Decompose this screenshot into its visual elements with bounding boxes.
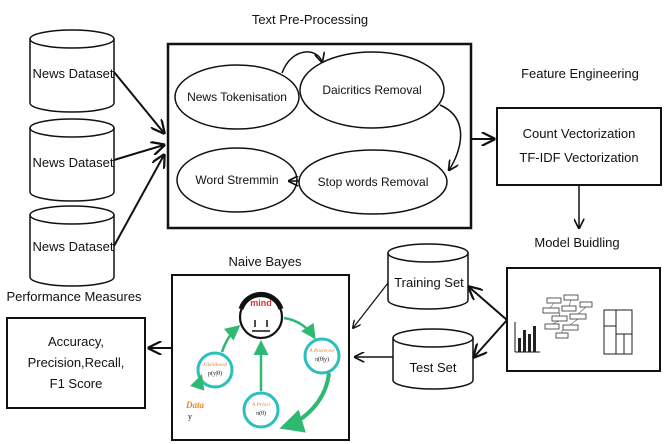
bar-chart-icon bbox=[514, 322, 540, 353]
network-graph-icon bbox=[542, 294, 593, 339]
data-label: Data bbox=[185, 400, 205, 410]
step-stopwords: Stop words Removal bbox=[298, 149, 448, 215]
feature-item: Count Vectorization bbox=[523, 126, 636, 141]
arrow-training-to-nb bbox=[353, 282, 389, 328]
prior-label: A Priori bbox=[251, 402, 271, 408]
title-feature-engineering: Feature Engineering bbox=[521, 66, 639, 81]
feature-item: TF-IDF Vectorization bbox=[519, 150, 638, 165]
arrow-dataset2 bbox=[113, 145, 164, 161]
model-building-box bbox=[506, 267, 661, 372]
arrow-tokenisation-to-diacritics bbox=[281, 51, 322, 74]
title-model-building: Model Buidling bbox=[534, 235, 619, 250]
naive-bayes-box bbox=[171, 274, 350, 441]
test-set-cylinder: Test Set bbox=[392, 328, 474, 390]
test-set-label: Test Set bbox=[410, 360, 457, 375]
posterior-formula: π(θ|y) bbox=[315, 356, 329, 363]
prior-formula: π(θ) bbox=[256, 410, 266, 417]
step-stemming: Word Stremmin bbox=[176, 147, 298, 213]
metric-line: Accuracy, bbox=[48, 334, 104, 349]
arrow-dataset1 bbox=[113, 71, 164, 133]
dataset-cylinder-3: News Dataset bbox=[29, 205, 115, 287]
title-preprocessing: Text Pre-Processing bbox=[252, 12, 368, 27]
step-diacritics: Daicritics Removal bbox=[299, 51, 445, 129]
likelihood-label: Likelihood bbox=[202, 362, 227, 368]
dataset-label: News Dataset bbox=[33, 155, 114, 170]
dataset-label: News Dataset bbox=[33, 239, 114, 254]
mind-label: mind bbox=[250, 298, 272, 308]
performance-box bbox=[6, 317, 146, 409]
posterior-label: A Posterior bbox=[308, 348, 335, 354]
title-performance: Performance Measures bbox=[6, 289, 142, 304]
preprocessing-box bbox=[166, 42, 473, 230]
likelihood-formula: p(y|θ) bbox=[208, 370, 222, 377]
dataset-cylinder-1: News Dataset bbox=[29, 29, 115, 113]
title-naive-bayes: Naive Bayes bbox=[229, 254, 302, 269]
dataset-label: News Dataset bbox=[33, 66, 114, 81]
step-label: Daicritics Removal bbox=[322, 83, 421, 97]
metric-line: F1 Score bbox=[50, 376, 103, 391]
likelihood-node: Likelihood p(y|θ) bbox=[196, 351, 234, 389]
arrow-data-to-likelihood bbox=[190, 374, 205, 391]
feature-box bbox=[496, 107, 662, 186]
arrow-dataset3 bbox=[113, 155, 164, 247]
arrow-mind-to-posterior bbox=[283, 316, 316, 340]
step-tokenisation: News Tokenisation bbox=[174, 64, 300, 130]
treemap-icon bbox=[603, 309, 633, 355]
step-label: Stop words Removal bbox=[318, 175, 429, 189]
arrow-likelihood-to-mind bbox=[220, 325, 241, 353]
step-label: Word Stremmin bbox=[195, 173, 278, 187]
arrow-diacritics-to-stopwords bbox=[439, 104, 462, 170]
mind-head-icon: mind bbox=[238, 291, 284, 340]
dataset-cylinder-2: News Dataset bbox=[29, 118, 115, 202]
prior-node: A Priori π(θ) bbox=[242, 391, 280, 429]
training-set-cylinder: Training Set bbox=[387, 243, 469, 310]
arrow-to-test-set bbox=[474, 319, 508, 357]
metric-line: Precision,Recall, bbox=[28, 355, 125, 370]
arrow-posterior-to-prior bbox=[279, 372, 331, 433]
step-label: News Tokenisation bbox=[187, 90, 287, 104]
data-symbol: y bbox=[188, 412, 192, 421]
arrow-to-training-set bbox=[469, 287, 508, 321]
training-set-label: Training Set bbox=[394, 275, 464, 290]
posterior-node: A Posterior π(θ|y) bbox=[303, 337, 341, 375]
